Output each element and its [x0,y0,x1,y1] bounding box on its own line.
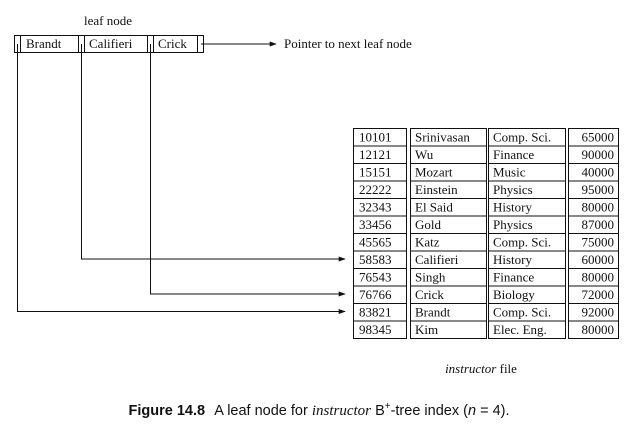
record-id: 22222 [359,182,392,197]
instructor-file-label: instructor file [445,361,517,376]
record-dept: Comp. Sci. [493,130,551,145]
record-name: Einstein [415,182,458,197]
table-row: 58583 Califieri History 60000 [359,252,614,267]
record-dept: Finance [493,147,534,162]
record-salary: 72000 [582,287,615,302]
table-row: 22222 Einstein Physics 95000 [359,182,614,197]
record-id: 83821 [359,305,392,320]
record-id: 98345 [359,322,392,337]
record-dept: Biology [493,287,535,302]
record-id: 33456 [359,217,392,232]
caption-text-after: -tree index ( [390,403,468,419]
caption-variable: n [467,403,477,419]
next-leaf-pointer-label: Pointer to next leaf node [284,36,412,51]
pointer-brandt-to-record [17,44,346,314]
record-dept: History [493,252,533,267]
record-dept: Physics [493,217,533,232]
record-name: Srinivasan [415,130,470,145]
record-dept: Music [493,165,526,180]
caption-text-before: A leaf node for [214,403,308,419]
record-name: Wu [415,147,434,162]
caption-value: 4 [492,403,501,419]
record-salary: 75000 [582,235,615,250]
table-row: 76543 Singh Finance 80000 [359,270,614,285]
record-id: 76766 [359,287,392,302]
record-name: Crick [415,287,444,302]
record-id: 15151 [359,165,392,180]
record-salary: 65000 [582,130,615,145]
record-id: 45565 [359,235,392,250]
record-id: 58583 [359,252,392,267]
leaf-node-label: leaf node [84,13,132,28]
record-name: Gold [415,217,442,232]
figure-number: Figure 14.8 [128,403,206,419]
record-dept: Finance [493,270,534,285]
record-salary: 80000 [582,270,615,285]
table-row: 12121 Wu Finance 90000 [359,147,614,162]
figure-caption: Figure 14.8 A leaf node for instructor B… [0,402,638,420]
record-dept: Physics [493,182,533,197]
record-dept: Elec. Eng. [493,322,547,337]
record-name: Brandt [415,305,451,320]
table-row: 15151 Mozart Music 40000 [359,165,614,180]
record-name: Mozart [415,165,453,180]
caption-tree-name: B [375,403,385,419]
record-name: El Said [415,200,453,215]
record-id: 76543 [359,270,392,285]
table-row: 45565 Katz Comp. Sci. 75000 [359,235,614,250]
record-dept: History [493,200,533,215]
record-name: Katz [415,235,440,250]
record-dept: Comp. Sci. [493,235,551,250]
caption-index-name: instructor [311,403,372,419]
record-id: 32343 [359,200,392,215]
table-row: 32343 El Said History 80000 [359,200,614,215]
record-id: 12121 [359,147,392,162]
record-dept: Comp. Sci. [493,305,551,320]
record-name: Singh [415,270,446,285]
record-name: Califieri [415,252,459,267]
leaf-key-califieri: Califieri [89,36,133,51]
table-row: 33456 Gold Physics 87000 [359,217,614,232]
record-salary: 95000 [582,182,615,197]
table-row: 98345 Kim Elec. Eng. 80000 [359,322,614,337]
caption-equals: = [480,403,489,419]
record-salary: 92000 [582,305,615,320]
record-name: Kim [415,322,438,337]
caption-superscript: + [384,401,391,413]
leaf-node: Brandt Califieri Crick [14,35,204,53]
leaf-key-crick: Crick [158,36,187,51]
pointer-crick-to-record [150,44,346,297]
table-row: 76766 Crick Biology 72000 [359,287,614,302]
record-salary: 80000 [582,322,615,337]
leaf-key-brandt: Brandt [26,36,62,51]
record-id: 10101 [359,130,392,145]
record-salary: 87000 [582,217,615,232]
table-row: 83821 Brandt Comp. Sci. 92000 [359,305,614,320]
table-row: 10101 Srinivasan Comp. Sci. 65000 [359,130,614,145]
record-salary: 90000 [582,147,615,162]
record-salary: 80000 [582,200,615,215]
record-salary: 60000 [582,252,615,267]
record-salary: 40000 [582,165,615,180]
caption-closing: ). [500,403,510,419]
pointer-califieri-to-record [81,44,346,262]
